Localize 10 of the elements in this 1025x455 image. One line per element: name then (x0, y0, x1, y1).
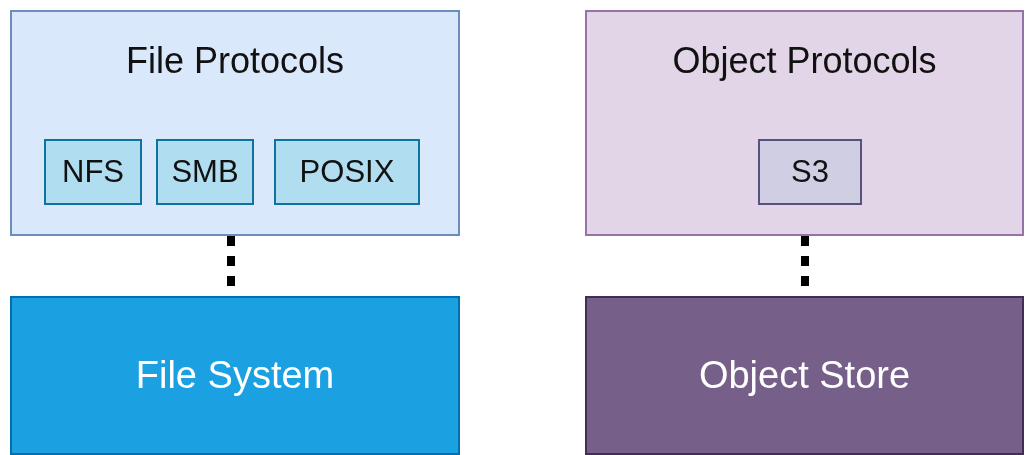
storage-block: Object Store (585, 296, 1024, 455)
protocol-tag: POSIX (274, 139, 420, 205)
protocol-tag: S3 (758, 139, 862, 205)
protocol-tag: SMB (156, 139, 254, 205)
protocol-panel (10, 10, 460, 236)
panel-title: File Protocols (124, 40, 346, 82)
storage-block: File System (10, 296, 460, 455)
protocol-panel (585, 10, 1024, 236)
protocol-tag: NFS (44, 139, 142, 205)
panel-title: Object Protocols (671, 40, 938, 82)
